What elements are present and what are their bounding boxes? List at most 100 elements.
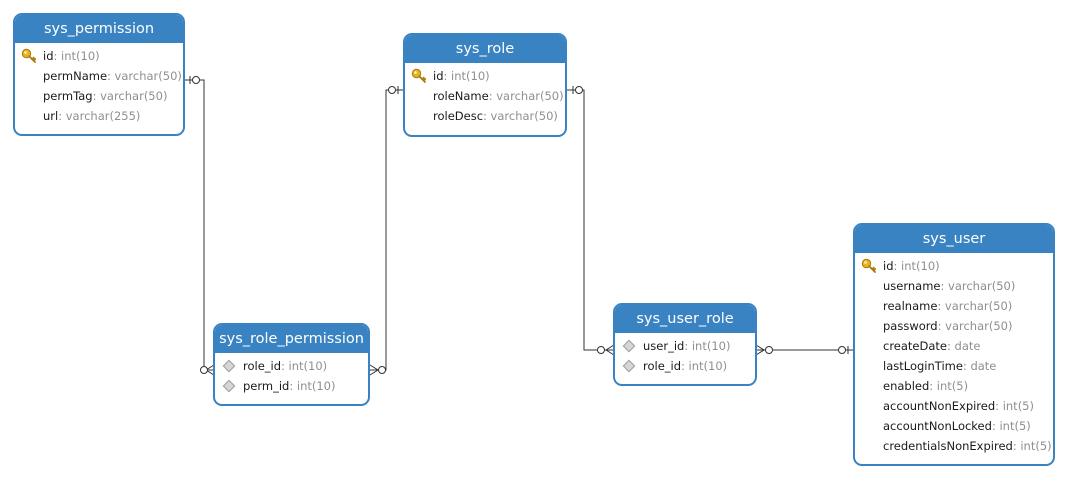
field-text: id: int(10) [43, 46, 100, 66]
field-row[interactable]: lastLoginTime: date [855, 356, 1053, 376]
table-sys-role[interactable]: sys_role id: int(10)roleName: varchar(50… [403, 33, 567, 137]
field-list: id: int(10)permName: varchar(50)permTag:… [15, 43, 183, 126]
field-type: : varchar(50) [488, 89, 564, 103]
field-type: : varchar(50) [107, 69, 182, 83]
field-type: : int(5) [929, 379, 969, 393]
table-sys-permission[interactable]: sys_permission id: int(10)permName: varc… [13, 13, 185, 136]
field-name: createDate [883, 339, 947, 353]
field-text: roleName: varchar(50) [433, 86, 564, 106]
field-type: : date [962, 359, 997, 373]
field-name: username [883, 279, 941, 293]
field-row[interactable]: perm_id: int(10) [215, 376, 368, 396]
field-row[interactable]: url: varchar(255) [15, 106, 183, 126]
table-sys-user[interactable]: sys_user id: int(10)username: varchar(50… [853, 223, 1055, 466]
field-name: user_id [643, 339, 685, 353]
field-row[interactable]: permName: varchar(50) [15, 66, 183, 86]
field-row[interactable]: id: int(10) [405, 66, 565, 86]
field-row[interactable]: role_id: int(10) [215, 356, 368, 376]
field-name: id [433, 69, 444, 83]
field-text: credentialsNonExpired: int(5) [883, 436, 1052, 456]
field-name: permTag [43, 89, 93, 103]
table-title: sys_role_permission [215, 325, 368, 353]
table-title: sys_user [855, 225, 1053, 253]
field-name: role_id [643, 359, 682, 373]
key-icon [21, 48, 37, 64]
field-name: perm_id [243, 379, 290, 393]
field-row[interactable]: realname: varchar(50) [855, 296, 1053, 316]
field-type: : int(10) [684, 339, 731, 353]
field-text: accountNonExpired: int(5) [883, 396, 1034, 416]
field-name: permName [43, 69, 108, 83]
field-row[interactable]: id: int(10) [15, 46, 183, 66]
field-text: realname: varchar(50) [883, 296, 1012, 316]
field-text: permTag: varchar(50) [43, 86, 167, 106]
field-text: perm_id: int(10) [243, 376, 336, 396]
table-title: sys_permission [15, 15, 183, 43]
field-name: id [43, 49, 54, 63]
field-text: id: int(10) [883, 256, 940, 276]
field-list: user_id: int(10)role_id: int(10) [615, 333, 755, 376]
field-type: : int(10) [53, 49, 100, 63]
field-row[interactable]: role_id: int(10) [615, 356, 755, 376]
field-row[interactable]: user_id: int(10) [615, 336, 755, 356]
field-row[interactable]: roleDesc: varchar(50) [405, 106, 565, 126]
field-row[interactable]: createDate: date [855, 336, 1053, 356]
field-type: : int(5) [995, 399, 1034, 413]
field-type: : varchar(50) [92, 89, 168, 103]
field-name: realname [883, 299, 938, 313]
field-name: lastLoginTime [883, 359, 963, 373]
field-type: : int(10) [289, 379, 336, 393]
foreign-key-icon [221, 378, 237, 394]
field-type: : int(5) [1012, 439, 1052, 453]
foreign-key-icon [621, 338, 637, 354]
field-type: : varchar(50) [937, 299, 1013, 313]
field-text: accountNonLocked: int(5) [883, 416, 1031, 436]
field-name: url [43, 109, 59, 123]
key-icon [861, 258, 877, 274]
field-name: roleDesc [433, 109, 484, 123]
field-row[interactable]: accountNonExpired: int(5) [855, 396, 1053, 416]
field-text: url: varchar(255) [43, 106, 140, 126]
field-row[interactable]: id: int(10) [855, 256, 1053, 276]
field-row[interactable]: accountNonLocked: int(5) [855, 416, 1053, 436]
field-text: username: varchar(50) [883, 276, 1015, 296]
field-row[interactable]: enabled: int(5) [855, 376, 1053, 396]
field-name: accountNonLocked [883, 419, 992, 433]
field-type: : int(10) [281, 359, 328, 373]
table-sys-role-permission[interactable]: sys_role_permission role_id: int(10)perm… [213, 323, 370, 406]
field-type: : int(10) [893, 259, 940, 273]
key-icon [411, 68, 427, 84]
field-text: roleDesc: varchar(50) [433, 106, 558, 126]
relation-permission-to-role-permission[interactable] [184, 79, 214, 371]
field-row[interactable]: permTag: varchar(50) [15, 86, 183, 106]
relation-role-to-role-permission[interactable] [370, 89, 404, 371]
field-type: : int(10) [681, 359, 728, 373]
field-text: role_id: int(10) [243, 356, 327, 376]
field-text: user_id: int(10) [643, 336, 730, 356]
field-text: id: int(10) [433, 66, 490, 86]
field-name: accountNonExpired [883, 399, 996, 413]
field-name: enabled [883, 379, 930, 393]
field-text: role_id: int(10) [643, 356, 727, 376]
field-row[interactable]: credentialsNonExpired: int(5) [855, 436, 1053, 456]
table-title: sys_user_role [615, 305, 755, 333]
field-type: : varchar(255) [58, 109, 141, 123]
field-text: createDate: date [883, 336, 980, 356]
field-name: id [883, 259, 894, 273]
field-row[interactable]: password: varchar(50) [855, 316, 1053, 336]
table-sys-user-role[interactable]: sys_user_role user_id: int(10)role_id: i… [613, 303, 757, 386]
field-row[interactable]: roleName: varchar(50) [405, 86, 565, 106]
field-type: : int(10) [443, 69, 490, 83]
field-text: lastLoginTime: date [883, 356, 996, 376]
relation-role-to-user-role[interactable] [567, 89, 614, 351]
field-type: : varchar(50) [483, 109, 558, 123]
field-name: password [883, 319, 938, 333]
field-type: : date [947, 339, 981, 353]
field-row[interactable]: username: varchar(50) [855, 276, 1053, 296]
field-list: id: int(10)username: varchar(50)realname… [855, 253, 1053, 456]
field-type: : varchar(50) [937, 319, 1013, 333]
field-text: permName: varchar(50) [43, 66, 182, 86]
table-title: sys_role [405, 35, 565, 63]
field-name: role_id [243, 359, 282, 373]
